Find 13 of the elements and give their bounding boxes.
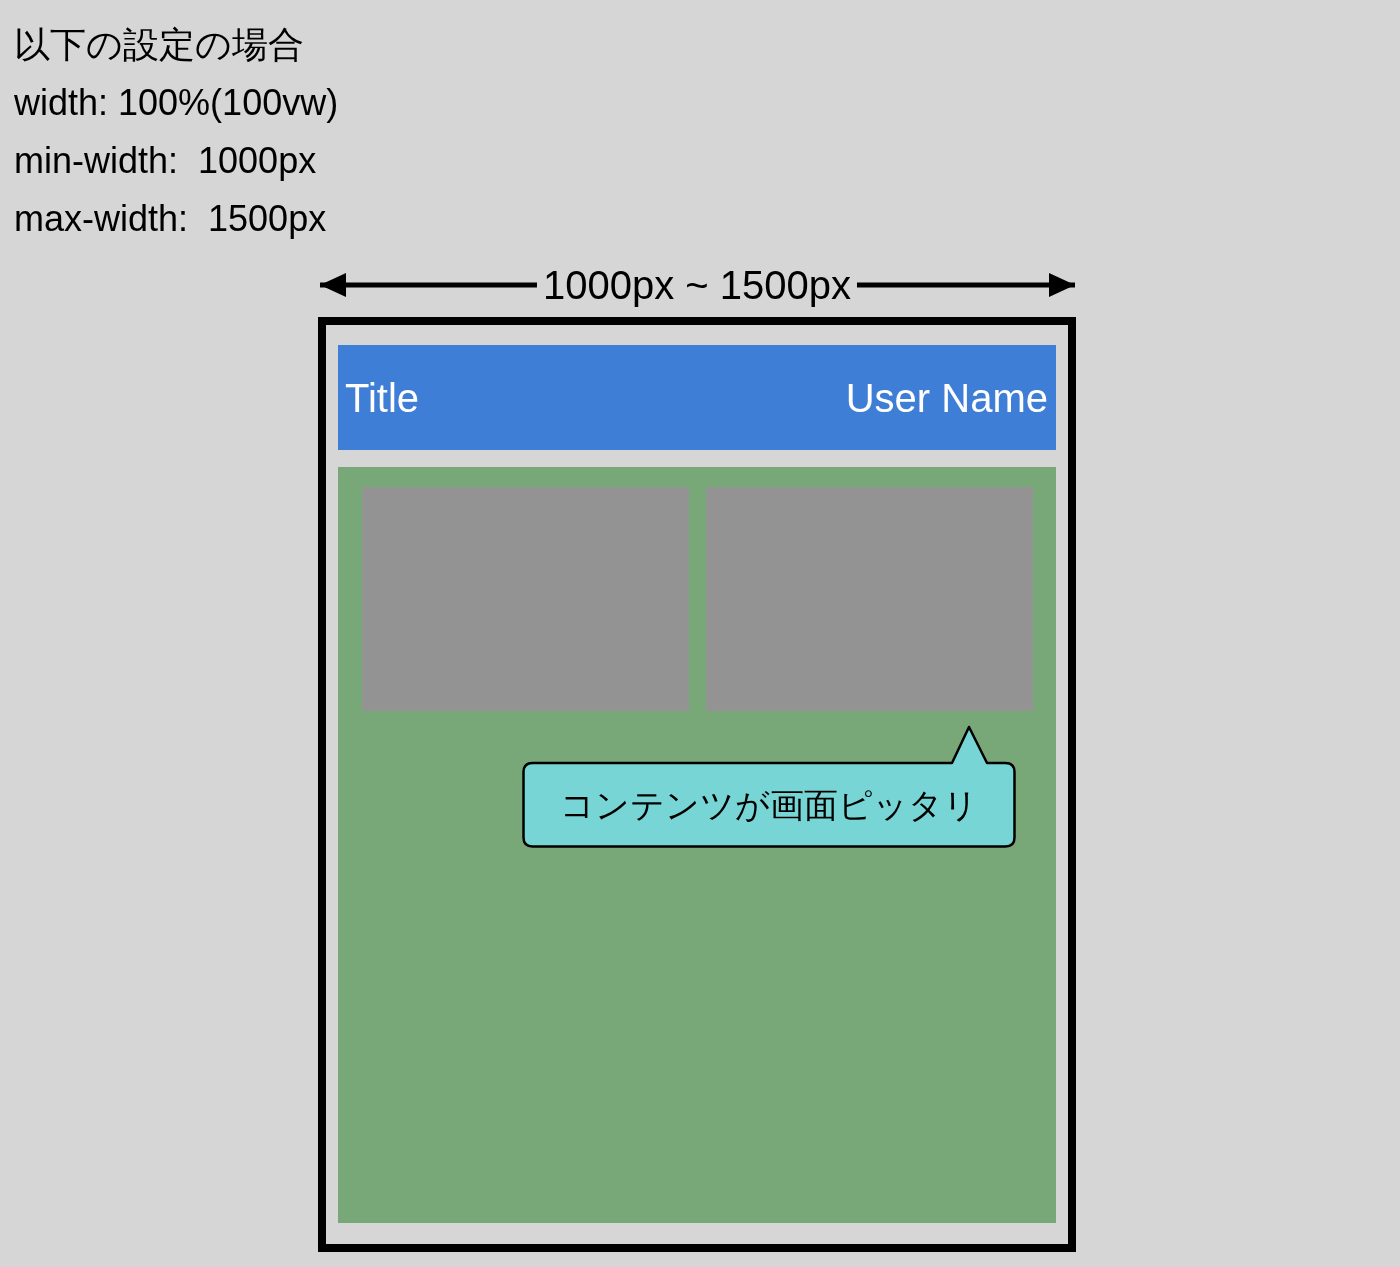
header-bar xyxy=(338,345,1056,450)
image-placeholder xyxy=(706,487,1033,711)
image-placeholder xyxy=(362,487,689,711)
setting-text: min-width: 1000px xyxy=(14,139,317,183)
title-text: Title xyxy=(345,374,420,422)
setting-text: width: 100%(100vw) xyxy=(14,81,339,125)
content-area xyxy=(338,467,1056,1223)
setting-text: max-width: 1500px xyxy=(14,197,327,241)
speech-bubble xyxy=(522,725,1016,848)
callout-text: コンテンツが画面ピッタリ xyxy=(560,784,978,826)
user-name-text: User Name xyxy=(845,374,1048,422)
browser-frame xyxy=(318,317,1076,1252)
heading-text: 以下の設定の場合 xyxy=(14,23,304,67)
